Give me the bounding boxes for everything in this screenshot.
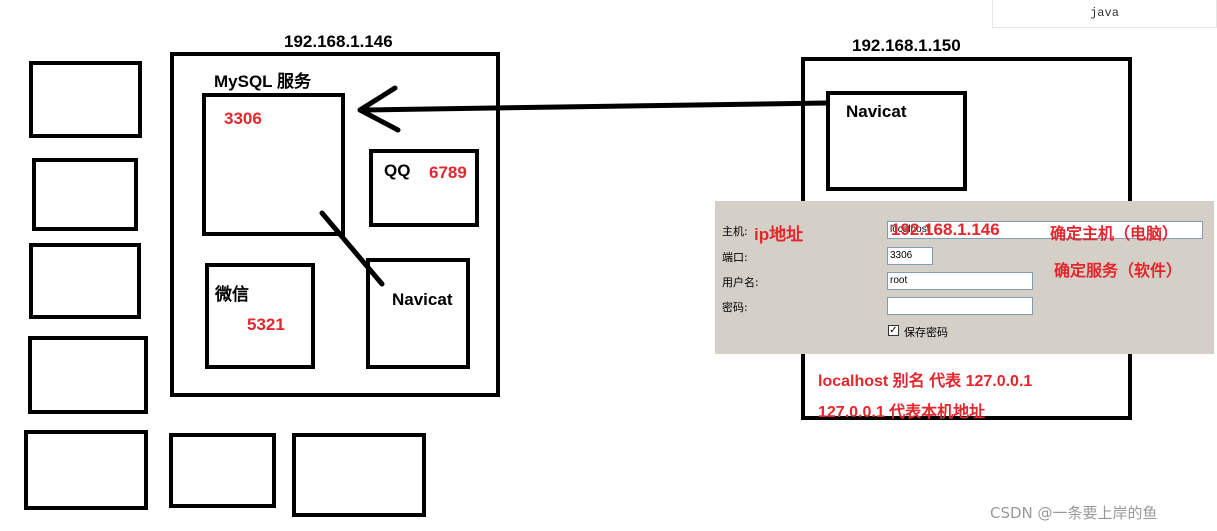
- wechat-service-box: [205, 263, 315, 369]
- local-navicat-box: [366, 258, 470, 369]
- determine-service-annotation: 确定服务（软件）: [1054, 263, 1183, 280]
- localhost-alias-annotation: localhost 别名 代表 127.0.0.1: [818, 373, 1033, 390]
- host-field-label: 主机:: [722, 225, 748, 238]
- determine-host-annotation: 确定主机（电脑）: [1050, 226, 1179, 243]
- wechat-port: 5321: [247, 315, 285, 334]
- password-field-label: 密码:: [722, 301, 748, 314]
- wechat-label: 微信: [215, 285, 249, 304]
- other-host-box: [28, 336, 148, 414]
- mysql-port: 3306: [224, 109, 262, 128]
- port-field-label: 端口:: [722, 251, 748, 264]
- other-host-box: [169, 433, 276, 508]
- local-navicat-label: Navicat: [392, 290, 453, 309]
- host-input[interactable]: localhost: [887, 221, 1203, 239]
- right-host-ip: 192.168.1.150: [852, 36, 961, 55]
- remote-navicat-box: [826, 91, 967, 191]
- ip-address-annotation: ip地址: [754, 225, 804, 244]
- username-input[interactable]: root: [887, 272, 1033, 290]
- loopback-annotation: 127.0.0.1 代表本机地址: [818, 404, 986, 421]
- qq-label: QQ: [384, 161, 411, 180]
- qq-port: 6789: [429, 163, 467, 182]
- port-input[interactable]: 3306: [887, 247, 933, 265]
- qq-service-box: [369, 149, 479, 227]
- other-host-box: [29, 243, 141, 319]
- other-host-box: [292, 433, 426, 517]
- password-input[interactable]: [887, 297, 1033, 315]
- other-host-box: [32, 158, 138, 231]
- left-host-box: [170, 52, 500, 397]
- csdn-watermark: CSDN @一条要上岸的鱼: [990, 504, 1158, 522]
- save-password-label: 保存密码: [904, 326, 948, 339]
- left-host-ip: 192.168.1.146: [284, 32, 393, 51]
- other-host-box: [29, 61, 142, 138]
- remote-navicat-label: Navicat: [846, 102, 907, 121]
- other-host-box: [24, 430, 148, 510]
- code-language-tag: java: [992, 0, 1217, 28]
- mysql-service-box: [202, 93, 345, 236]
- save-password-checkbox[interactable]: ✓: [888, 325, 899, 336]
- host-ip-annotation: 192.168.1.146: [891, 220, 1000, 239]
- mysql-service-label: MySQL 服务: [214, 72, 311, 91]
- username-field-label: 用户名:: [722, 276, 759, 289]
